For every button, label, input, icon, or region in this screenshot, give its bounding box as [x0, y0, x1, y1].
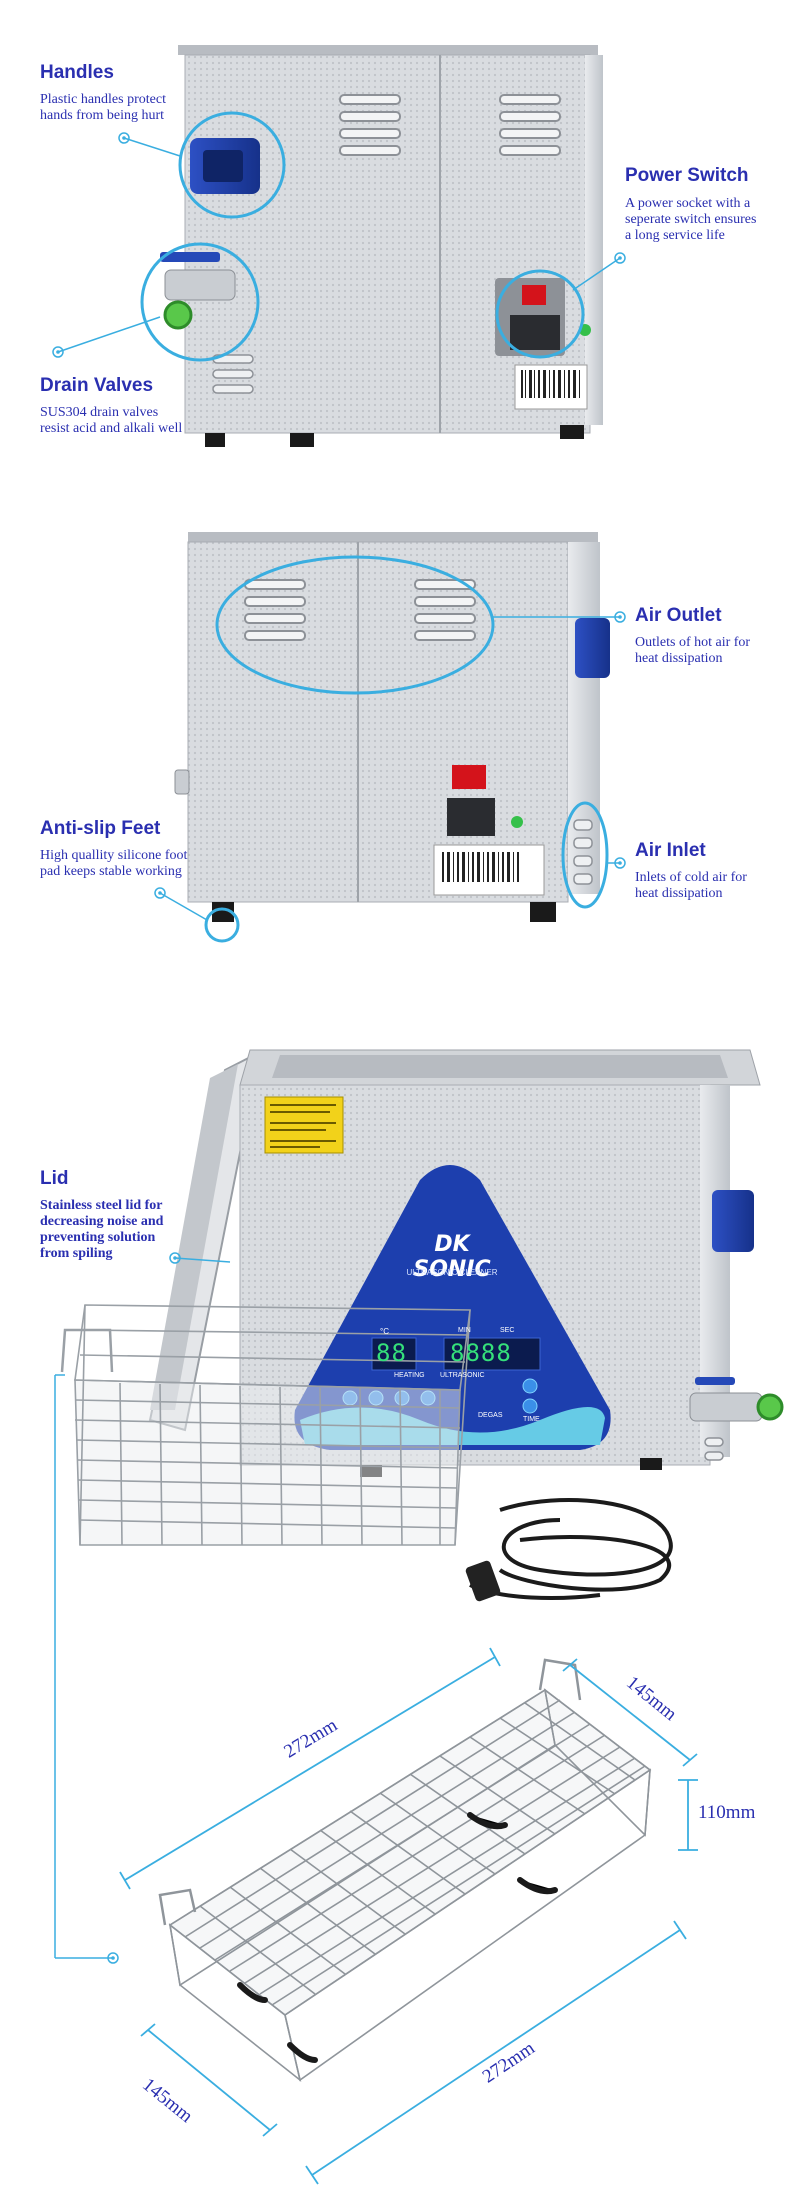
temperature-display: 88: [376, 1339, 407, 1367]
cleaner-front-view: [54, 1049, 784, 1964]
air-inlet-description: Inlets of cold air for heat dissipation: [635, 870, 747, 901]
ultrasonic-label: ULTRASONIC: [440, 1372, 485, 1379]
cleaner-rear-view-2: [154, 532, 626, 943]
air-outlet-description: Outlets of hot air for heat dissipation: [635, 635, 751, 666]
handles-title: Handles: [40, 62, 114, 83]
drain-valves-description: SUS304 drain valves resist acid and alka…: [40, 405, 183, 436]
temp-unit-label: °C: [380, 1327, 389, 1336]
barcode-icon: [514, 364, 588, 410]
panel-subtitle: ULTRASONIC CLEANER: [406, 1268, 498, 1277]
vent-icon: [339, 94, 561, 156]
drain-valve-icon: [160, 252, 236, 330]
time-label: TIME: [523, 1416, 540, 1423]
heating-label: HEATING: [394, 1372, 425, 1379]
drain-valves-title: Drain Valves: [40, 375, 154, 396]
power-highlight-ring: [495, 269, 585, 359]
handles-description: Plastic handles protect hands from being…: [40, 92, 166, 123]
rocker-switch-icon: [522, 285, 546, 305]
lid-description: Stainless steel lid for decreasing noise…: [40, 1198, 164, 1261]
feet-highlight-ring: [204, 907, 240, 943]
degas-label: DEGAS: [478, 1412, 503, 1419]
anti-slip-feet-description: High quallity silicone foot pad keeps st…: [40, 848, 188, 879]
min-label: MIN: [458, 1327, 471, 1334]
air-inlet-title: Air Inlet: [635, 840, 706, 861]
lid-title: Lid: [40, 1168, 69, 1189]
power-socket-icon: [510, 315, 560, 350]
sec-label: SEC: [500, 1327, 515, 1334]
anti-slip-feet-title: Anti-slip Feet: [40, 818, 161, 839]
power-switch-title: Power Switch: [625, 165, 749, 186]
drain-highlight-ring: [140, 242, 260, 362]
air-inlet-highlight-ring: [561, 801, 609, 909]
air-outlet-highlight-ring: [215, 555, 495, 695]
cleaner-rear-view-1: [52, 45, 626, 447]
dimension-height: 110mm: [698, 1802, 756, 1823]
basket-small: [60, 1304, 471, 1546]
handles-highlight-ring: [178, 111, 286, 219]
brand-logo: DK SONIC: [413, 1232, 491, 1282]
warning-label-icon: [264, 1096, 344, 1154]
time-display: 8888: [450, 1339, 512, 1367]
basket-dimensions-view: [119, 1647, 698, 2185]
power-switch-description: A power socket with a seperate switch en…: [625, 196, 757, 243]
air-outlet-title: Air Outlet: [635, 605, 722, 626]
